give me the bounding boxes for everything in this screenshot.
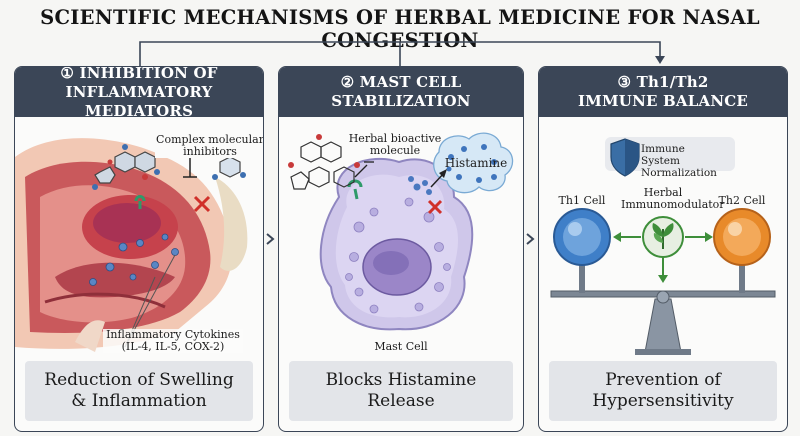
balance-scale-icon — [550, 138, 776, 355]
panel-header: ① INHIBITION OF INFLAMMATORY MEDIATORS — [15, 66, 263, 120]
panel-heading-line2: INFLAMMATORY MEDIATORS — [65, 82, 213, 120]
next-arrow-icon — [526, 233, 535, 245]
inhibitors-label-line2: inhibitors — [183, 145, 237, 158]
th1-label: Th1 Cell — [558, 194, 606, 207]
next-arrow-icon — [266, 233, 275, 245]
panel-mast-cell: ② MAST CELL STABILIZATION — [278, 66, 524, 432]
herbal-label-line2: Immunomodulator — [621, 198, 725, 211]
inhibitors-label-line1: Complex molecular — [156, 133, 264, 146]
molecule-label-line2: molecule — [369, 144, 421, 157]
panel-outcome-box: Reduction of Swelling & Inflammation — [25, 361, 253, 421]
th2-label: Th2 Cell — [718, 194, 766, 207]
outcome-line2: Release — [367, 391, 435, 411]
step-number: ① — [60, 66, 75, 82]
cytokines-label-line2: (IL-4, IL-5, COX-2) — [121, 340, 225, 353]
nasal-cavity-illustration: Complex molecular inhibitors Inflammator… — [15, 117, 263, 357]
normalization-label-line1: Immune System — [641, 143, 685, 167]
mast-cell-label: Mast Cell — [374, 340, 428, 353]
step-number: ② — [340, 73, 355, 91]
panel-inflammatory-mediators: ① INHIBITION OF INFLAMMATORY MEDIATORS — [14, 66, 264, 432]
inhibition-x-icon — [193, 195, 211, 213]
molecule-label-line1: Herbal bioactive — [348, 132, 442, 145]
herbal-label-line1: Herbal — [643, 186, 683, 199]
page-title: SCIENTIFIC MECHANISMS OF HERBAL MEDICINE… — [40, 6, 760, 52]
mast-cell-icon — [288, 132, 514, 331]
nasal-cavity-icon — [15, 138, 248, 352]
panel-header: ② MAST CELL STABILIZATION — [279, 67, 523, 117]
th1-cell-icon — [553, 208, 611, 266]
panel-heading-line1: Th1/Th2 — [636, 73, 709, 91]
outcome-line2: & Inflammation — [71, 391, 207, 411]
panel-heading-line2: IMMUNE BALANCE — [577, 92, 749, 110]
immune-balance-illustration: Immune System Normalization Th1 Cell Her… — [539, 117, 787, 357]
panel-heading-line2: STABILIZATION — [331, 92, 471, 110]
outcome-line2: Hypersensitivity — [592, 391, 734, 411]
histamine-label: Histamine — [444, 156, 508, 170]
outcome-line1: Blocks Histamine — [325, 370, 477, 390]
panel-outcome-box: Blocks Histamine Release — [289, 361, 513, 421]
herbal-leaf-icon — [642, 216, 684, 258]
panel-immune-balance: ③ Th1/Th2 IMMUNE BALANCE — [538, 66, 788, 432]
th2-cell-icon — [713, 208, 771, 266]
inhibition-x-icon — [427, 199, 443, 215]
panel-header: ③ Th1/Th2 IMMUNE BALANCE — [539, 67, 787, 117]
outcome-line1: Prevention of — [605, 370, 721, 390]
mast-cell-illustration: Herbal bioactive molecule Histamine Mast… — [279, 117, 523, 357]
step-number: ③ — [617, 73, 632, 91]
outcome-line1: Reduction of Swelling — [44, 370, 234, 390]
panel-outcome-box: Prevention of Hypersensitivity — [549, 361, 777, 421]
panel-heading-line1: INHIBITION OF — [79, 66, 218, 82]
panel-heading-line1: MAST CELL — [359, 73, 462, 91]
normalization-label-line2: Normalization — [641, 167, 717, 179]
cytokines-label-line1: Inflammatory Cytokines — [106, 328, 240, 341]
shield-icon — [610, 138, 640, 177]
